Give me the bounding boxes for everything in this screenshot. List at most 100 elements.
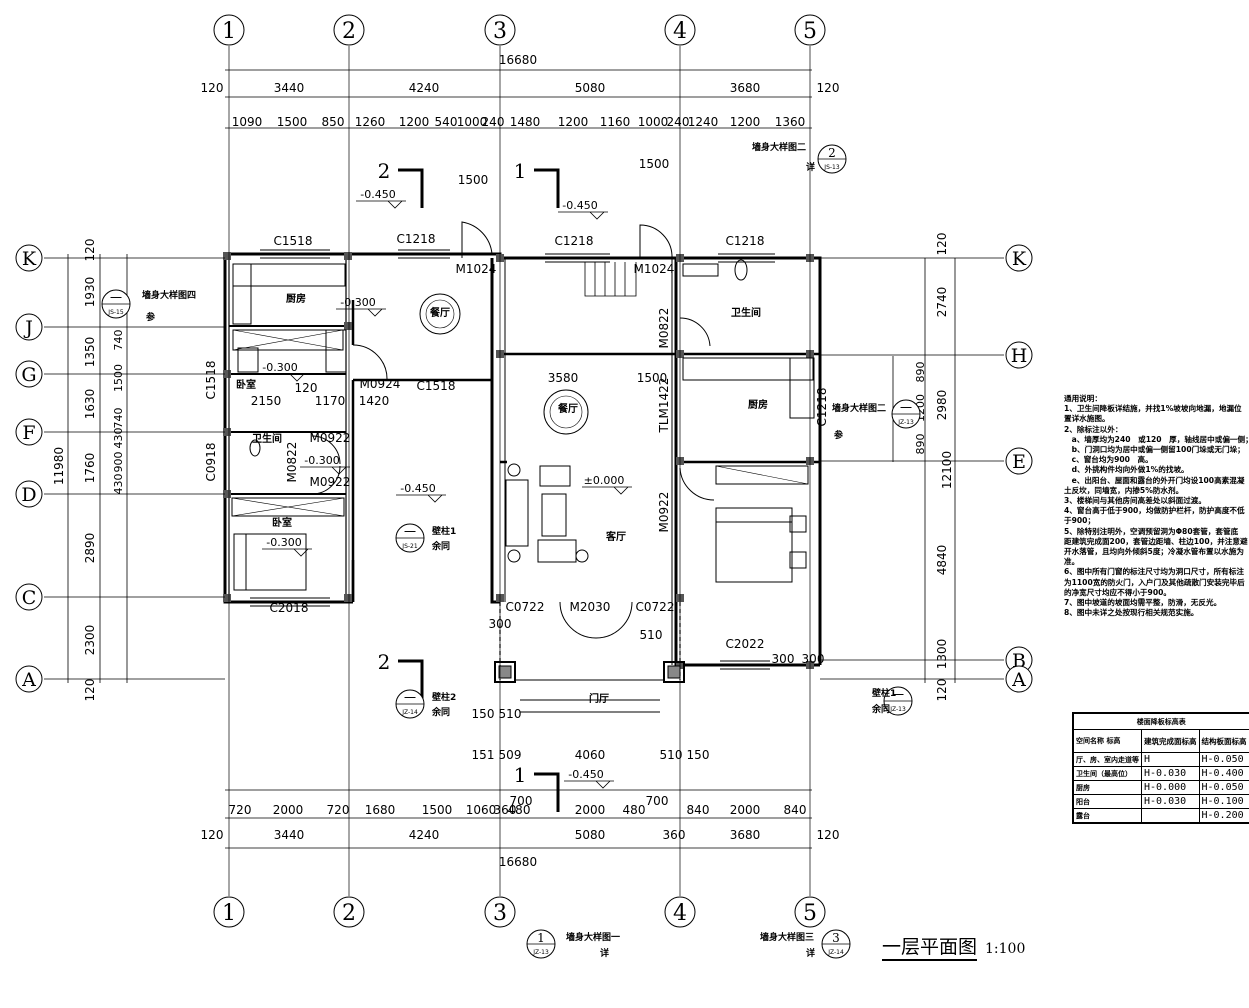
axis-bubble: [484, 14, 516, 46]
note-line: 为1100宽的防火门，入户门及其他疏散门安装完毕后: [1064, 577, 1245, 587]
level-symbol: [356, 200, 406, 209]
axis-bubble: [15, 244, 43, 272]
dim-bottom-detail: 480: [623, 803, 646, 817]
dim-top-detail: 1200: [399, 115, 430, 129]
detail-note: 详: [600, 947, 609, 959]
detail-label: 壁柱1: [872, 687, 896, 699]
opening-code-vertical: M0822: [657, 308, 671, 349]
opening-code: M1024: [456, 262, 497, 276]
dim-top-detail: 1200: [558, 115, 589, 129]
section-number: 1: [514, 159, 527, 183]
dim-top-detail: 240: [482, 115, 505, 129]
detail-note: 余同: [431, 540, 450, 552]
elev-finish-value: H-0.030: [1141, 766, 1200, 781]
opening-code-vertical: M0922: [657, 492, 671, 533]
dim-bottom-axis: 3440: [274, 828, 305, 842]
axis-label: F: [22, 422, 35, 444]
dim-top-detail: 1000: [457, 115, 488, 129]
room-label: 厨房: [286, 292, 306, 305]
axis-label: C: [22, 587, 37, 609]
room-label: 卫生间: [252, 432, 282, 445]
axis-bubble: [664, 14, 696, 46]
dim-bottom-detail: 840: [687, 803, 710, 817]
room-label: 客厅: [605, 530, 626, 543]
elev-room-name: 露台: [1073, 808, 1142, 823]
axis-label: 2: [342, 19, 356, 44]
note-line: e、出阳台、屋面和露台的外开门均设100高素混凝: [1064, 475, 1245, 485]
detail-label: 墙身大样图四: [142, 289, 196, 301]
elev-header-room: 空间名称 标高: [1073, 729, 1142, 753]
dim-top-total: 16680: [499, 53, 537, 67]
dim-bottom-detail: 2000: [575, 803, 606, 817]
axis-label: H: [1011, 345, 1028, 367]
minor-dimension: 150: [687, 748, 710, 762]
notes-title: 通用说明：: [1064, 394, 1102, 403]
dim-top-detail: 540: [435, 115, 458, 129]
dim-top-detail: 1090: [232, 115, 263, 129]
elev-structure-value: H-0.200: [1198, 808, 1249, 823]
dim-bottom-axis: 360: [663, 828, 686, 842]
note-line: 开水落管，且均向外倾斜5度；冷凝水管布置以水施为: [1064, 547, 1244, 557]
dim-left: 1350: [83, 337, 97, 368]
minor-dimension: 700: [510, 794, 533, 808]
dim-top-detail: 1360: [775, 115, 806, 129]
axis-label: 1: [222, 901, 236, 926]
dim-top-axis: 120: [817, 81, 840, 95]
dim-bottom-axis: 3680: [730, 828, 761, 842]
section-mark-line: [398, 168, 424, 208]
opening-code-vertical: C1218: [815, 388, 829, 427]
minor-dimension: 510: [640, 628, 663, 642]
elev-header-finish: 建筑完成面标高: [1141, 729, 1200, 753]
level-mark: -0.450: [360, 188, 395, 201]
detail-sheet: JZ-14: [827, 949, 844, 956]
dim-bottom-detail: 1680: [365, 803, 396, 817]
axis-label: 3: [493, 19, 507, 44]
note-line: 土反坎，同墙宽，内掺5%防水剂。: [1064, 485, 1184, 495]
elev-header-structure: 结构板面标高: [1198, 729, 1249, 753]
detail-number: 3: [832, 931, 840, 945]
table-row: 露台 H-0.200: [1073, 808, 1249, 823]
note-line: 3、楼梯间与其他房间高差处以斜面过渡。: [1064, 496, 1206, 506]
dim-left-inner: 740: [112, 330, 125, 351]
detail-note: 余同: [431, 706, 450, 718]
dim-left: 120: [83, 679, 97, 702]
axis-label: K: [22, 248, 37, 270]
elev-finish-value: H-0.030: [1141, 794, 1200, 809]
general-notes: 通用说明： 1、卫生间降板详结施，并找1%坡坡向地漏，地漏位置详水施图。2、除标…: [1064, 394, 1248, 618]
opening-code: C0722: [636, 600, 675, 614]
dim-right: 120: [935, 233, 949, 256]
detail-label: 墙身大样图二: [832, 402, 886, 414]
note-line: 7、图中坡道的坡面均需平整，防滑，无反光。: [1064, 598, 1222, 608]
detail-sheet: JZ-13: [532, 949, 549, 956]
detail-number: 一: [404, 525, 416, 539]
elev-finish-value: H-0.000: [1141, 780, 1200, 795]
axis-bubble: [794, 14, 826, 46]
elev-table-title: 楼面降板标高表: [1073, 713, 1249, 730]
axis-bubble: [15, 583, 43, 611]
axis-bubble: [794, 896, 826, 928]
axis-bubble: [1005, 341, 1033, 369]
detail-note: 余同: [871, 703, 890, 715]
minor-dimension: 1500: [639, 157, 670, 171]
room-label: 餐厅: [429, 306, 450, 319]
axis-label: 2: [342, 901, 356, 926]
note-line: 距建筑完成面200，套管边距墙、柱边100，并注意避: [1064, 536, 1248, 546]
level-symbol: [336, 308, 386, 317]
axis-bubble: [1005, 244, 1033, 272]
minor-dimension: 509: [499, 748, 522, 762]
minor-dimension: 300: [772, 652, 795, 666]
minor-dimension: 700: [646, 794, 669, 808]
dim-bottom-detail: 480: [508, 803, 531, 817]
dim-right: 4840: [935, 545, 949, 576]
level-mark: -0.450: [568, 768, 603, 781]
floor-elevation-table: 楼面降板标高表 空间名称 标高 建筑完成面标高 结构板面标高 厅、房、室内走道等…: [1072, 712, 1249, 824]
dim-top-axis: 120: [201, 81, 224, 95]
notes-list: 1、卫生间降板详结施，并找1%坡坡向地漏，地漏位置详水施图。2、除标注以外： a…: [1064, 404, 1248, 618]
dim-right: 2740: [935, 287, 949, 318]
room-label: 门厅: [589, 692, 609, 705]
minor-dimension: 120: [295, 381, 318, 395]
elev-finish-value: H: [1141, 752, 1200, 767]
minor-dimension: 510: [660, 748, 683, 762]
dim-left: 2300: [83, 625, 97, 656]
